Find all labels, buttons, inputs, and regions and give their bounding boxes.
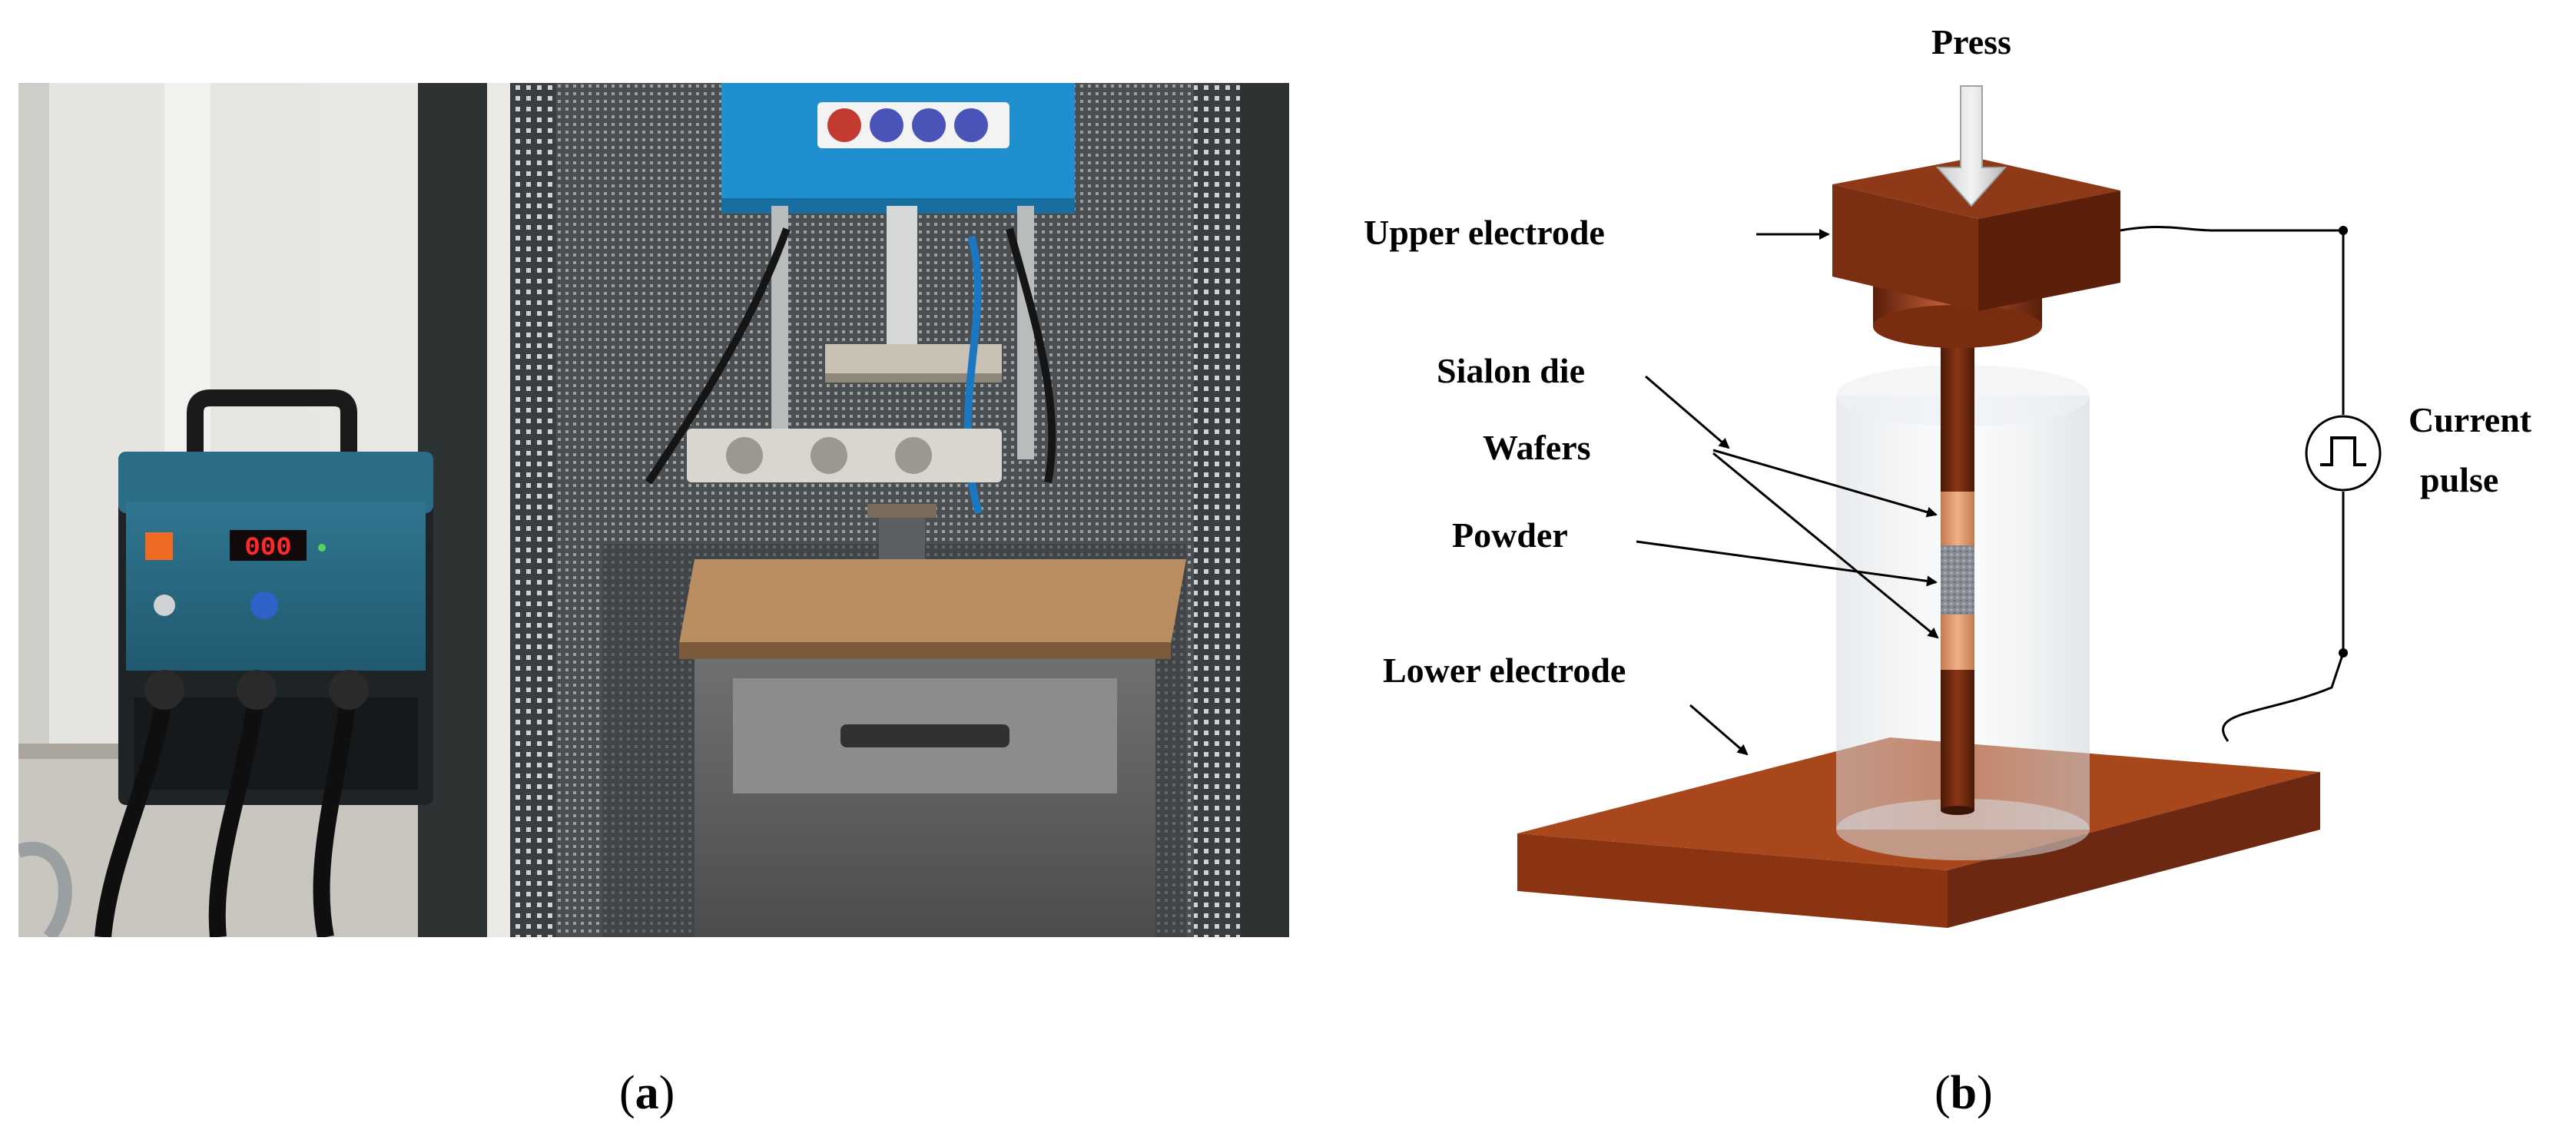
connector-1 <box>144 670 184 710</box>
output-cable-1 <box>94 688 173 937</box>
sialon-die-arrow <box>1645 375 1730 449</box>
upper-platen-edge <box>825 373 1002 383</box>
upper-electrode-side <box>1978 190 2120 311</box>
wire-node-top <box>2339 226 2348 235</box>
lower-electrode-arrow <box>1689 704 1749 756</box>
press-label: Press <box>1931 22 2011 61</box>
sign-2-icon <box>870 108 903 142</box>
power-supply-top <box>118 452 433 513</box>
upper-electrode-label: Upper electrode <box>1364 213 1605 252</box>
powder-layer <box>1941 545 1974 615</box>
powder-arrow <box>1636 540 1938 587</box>
outlet-1 <box>726 437 763 474</box>
carry-handle-icon <box>187 389 357 452</box>
sign-4-icon <box>954 108 988 142</box>
wafer-lower <box>1941 615 1974 670</box>
table-top <box>679 559 1186 644</box>
wire-node-bottom <box>2339 648 2348 658</box>
power-switch <box>145 532 173 560</box>
circuit-wire-lower <box>2222 492 2345 742</box>
lower-electrode-label: Lower electrode <box>1383 651 1626 690</box>
lower-electrode-side <box>1948 772 2320 928</box>
sign-1-icon <box>827 108 861 142</box>
circuit-wire <box>2120 226 2345 415</box>
rack-rail-left <box>510 83 556 937</box>
punch-rod-end <box>1941 806 1974 815</box>
wafers-label: Wafers <box>1483 428 1591 467</box>
heat-vents <box>134 697 418 790</box>
outlet-2 <box>811 437 847 474</box>
drawer-handle-icon <box>840 724 1010 747</box>
black-cable-2 <box>1006 227 1056 483</box>
led-readout: 000 <box>244 534 291 563</box>
knob-blue-icon <box>250 591 278 619</box>
upper-electrode-front <box>1832 184 1978 311</box>
black-cable-1 <box>645 227 791 485</box>
grey-cable <box>18 842 72 937</box>
wafers-arrow-lower <box>1712 452 1939 639</box>
rack-post-right <box>1240 83 1289 937</box>
front-panel <box>126 502 426 671</box>
lower-electrode-front <box>1517 833 1948 928</box>
sialon-die-label: Sialon die <box>1437 351 1585 390</box>
outlet-3 <box>895 437 932 474</box>
output-cable-2 <box>208 689 265 937</box>
caption-b-letter: b <box>1950 1067 1978 1119</box>
sialon-die-bottom <box>1836 799 2090 860</box>
photo-panel-a: 000 <box>18 83 1289 937</box>
press-ram <box>887 206 917 359</box>
led-display <box>230 530 307 561</box>
sign-3-icon <box>912 108 946 142</box>
die-top <box>867 504 937 518</box>
output-cable-3 <box>313 689 357 937</box>
caption-b: (b) <box>1934 1067 1993 1119</box>
pulse-source <box>2305 415 2382 492</box>
current-pulse-label-line1: Current <box>2409 400 2532 439</box>
table-edge <box>679 642 1171 659</box>
current-pulse-label-line2: pulse <box>2420 460 2498 499</box>
square-pulse-icon <box>2320 436 2366 466</box>
connector-2 <box>237 670 277 710</box>
rack-rail-right <box>1194 83 1240 937</box>
upper-electrode-hub-bottom <box>1873 305 2042 348</box>
wafers-arrow-upper <box>1712 449 1938 518</box>
knob-left-icon <box>154 595 175 616</box>
caption-a-letter: a <box>635 1067 659 1119</box>
press-column-right <box>1017 206 1034 459</box>
press-arrow-icon <box>1935 85 2007 207</box>
indicator-led <box>318 544 326 552</box>
connector-3 <box>329 670 369 710</box>
wafer-upper <box>1941 492 1974 545</box>
powder-label: Powder <box>1452 515 1568 555</box>
press-column-left <box>771 206 788 459</box>
caption-a: (a) <box>619 1067 675 1119</box>
schematic-panel-b: Press Upper electrode Sialon die Wafers … <box>1364 22 2532 928</box>
